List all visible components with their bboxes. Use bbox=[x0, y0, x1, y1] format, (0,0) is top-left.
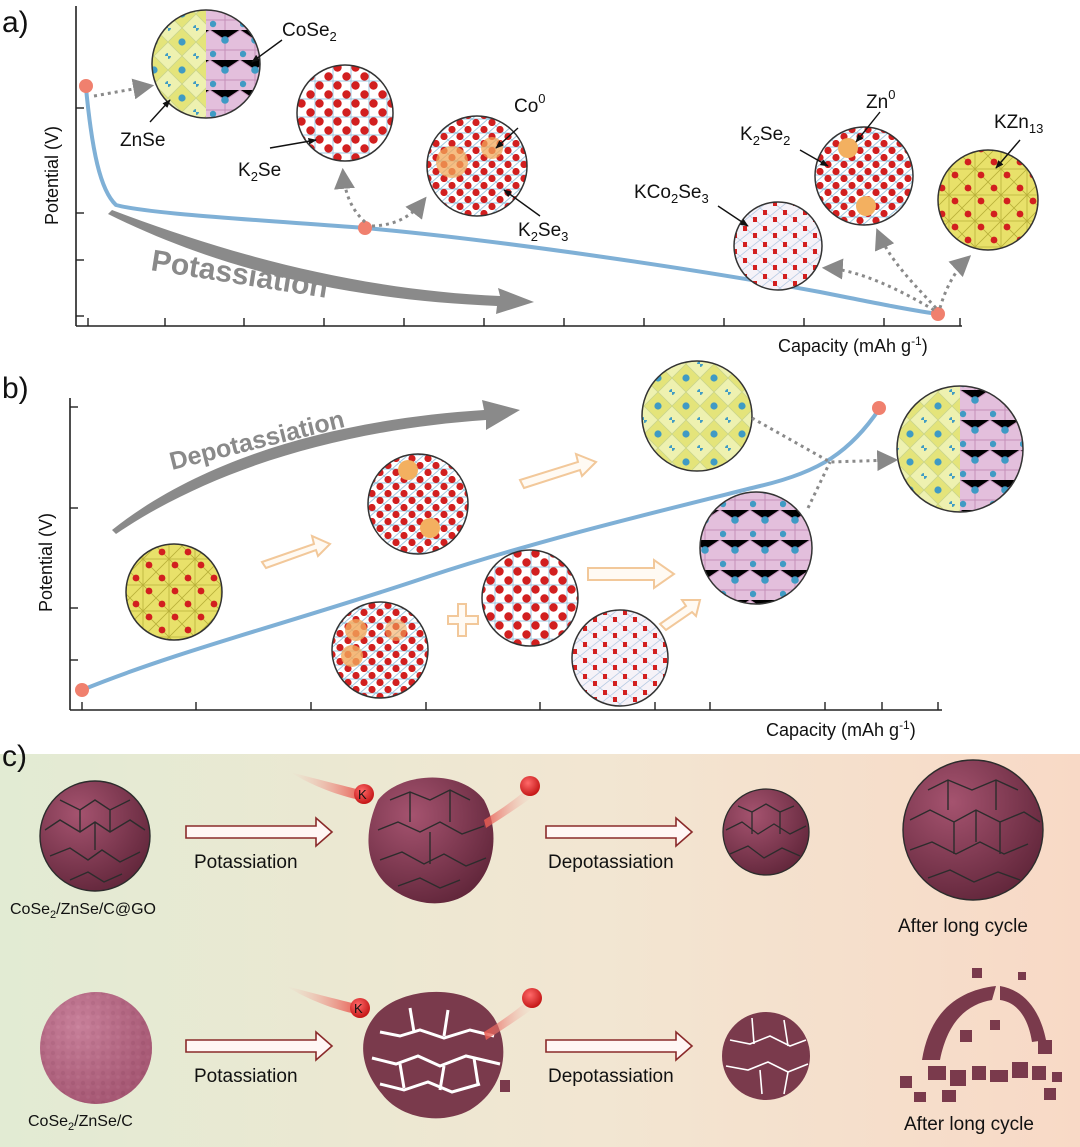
point-mid bbox=[358, 221, 372, 235]
panel-a: a) Potentia bbox=[2, 6, 1043, 356]
c2-end: After long cycle bbox=[904, 1114, 1034, 1135]
c1-step2: Depotassiation bbox=[548, 852, 674, 873]
c1-end: After long cycle bbox=[898, 916, 1028, 937]
b-crystal-k2se bbox=[481, 549, 579, 647]
label-kco2se3: KCo2Se3 bbox=[634, 182, 709, 206]
sphere-swollen-go bbox=[368, 777, 494, 904]
b-crystal-co-k2se3 bbox=[331, 601, 429, 699]
arrow-c2b bbox=[545, 1030, 694, 1062]
sphere-recovered-go bbox=[722, 788, 810, 876]
panel-b-axes: Potential (V) Capacity (mAh g-1) bbox=[36, 398, 942, 740]
c2-step2: Depotassiation bbox=[548, 1066, 674, 1087]
label-znse: ZnSe bbox=[120, 130, 165, 151]
b-crystal-kzn13 bbox=[125, 543, 223, 641]
crystal-kco2se3 bbox=[733, 201, 823, 291]
crystal-co-k2se3 bbox=[426, 115, 528, 217]
crystal-kzn13 bbox=[937, 149, 1039, 251]
crystal-k2se bbox=[296, 64, 394, 162]
c2-step1: Potassiation bbox=[194, 1066, 298, 1087]
label-co0: Co0 bbox=[514, 91, 546, 117]
panel-b: b) Potential (V) Capacity (m bbox=[2, 360, 1024, 740]
c-row-1: Potassiation K Depotassiation bbox=[10, 759, 1044, 937]
arrow-c1a bbox=[185, 816, 334, 848]
sphere-long-cycle-go bbox=[902, 759, 1044, 901]
label-cose2: CoSe2 bbox=[282, 20, 337, 44]
panel-a-axes: Potential (V) Capacity (mAh g-1) bbox=[42, 6, 962, 356]
arrow-c2a bbox=[185, 1030, 334, 1062]
arrow-c1b bbox=[545, 816, 694, 848]
svg-text:K: K bbox=[358, 787, 367, 802]
panel-c: c) Potassiation K bbox=[0, 740, 1080, 1147]
crystal-k2se2-zn bbox=[814, 126, 914, 226]
point-b-end bbox=[872, 401, 886, 415]
b-outline-arrows bbox=[260, 452, 702, 632]
c1-material: CoSe2/ZnSe/C@GO bbox=[10, 901, 156, 921]
k-ion-1: K bbox=[290, 772, 374, 804]
a-connectors bbox=[93, 78, 972, 312]
a-label-pointers bbox=[149, 39, 1021, 227]
sphere-pristine-c bbox=[40, 992, 152, 1104]
b-crystal-k2se2-zn bbox=[367, 453, 469, 555]
svg-text:K: K bbox=[354, 1001, 363, 1016]
label-kzn13: KZn13 bbox=[994, 112, 1043, 136]
point-start bbox=[79, 79, 93, 93]
sphere-fractured-c bbox=[722, 1012, 810, 1100]
panel-b-y-axis-title: Potential (V) bbox=[36, 513, 56, 612]
charge-curve bbox=[81, 406, 882, 692]
sphere-cracked-c bbox=[363, 991, 510, 1119]
plus-sign bbox=[447, 603, 479, 637]
k-ion-3: K bbox=[286, 986, 370, 1018]
label-k2se3: K2Se3 bbox=[518, 220, 568, 244]
panel-b-x-axis-title: Capacity (mAh g-1) bbox=[766, 718, 916, 740]
b-connectors bbox=[751, 416, 899, 509]
label-zn0: Zn0 bbox=[866, 87, 895, 113]
b-crystal-kco2se3 bbox=[571, 609, 669, 707]
b-crystal-znse bbox=[641, 360, 753, 472]
label-k2se2: K2Se2 bbox=[740, 124, 790, 148]
c1-step1: Potassiation bbox=[194, 852, 298, 873]
panel-c-label: c) bbox=[2, 740, 27, 773]
point-end bbox=[931, 307, 945, 321]
c2-material: CoSe2/ZnSe/C bbox=[28, 1113, 133, 1133]
panel-a-x-axis-title: Capacity (mAh g-1) bbox=[778, 334, 928, 356]
panel-b-label: b) bbox=[2, 372, 29, 405]
sphere-pristine-go bbox=[39, 780, 151, 892]
k-ion-2 bbox=[484, 776, 540, 828]
k-ion-4 bbox=[484, 988, 542, 1040]
label-k2se: K2Se bbox=[238, 160, 281, 184]
sphere-pulverized-c bbox=[900, 968, 1062, 1102]
b-crystal-cose2 bbox=[699, 491, 813, 605]
point-b-start bbox=[75, 683, 89, 697]
c-row-2: Potassiation K bbox=[28, 968, 1062, 1135]
panel-a-y-axis-title: Potential (V) bbox=[42, 126, 62, 225]
b-crystal-cose2-znse bbox=[896, 385, 1024, 513]
panel-a-label: a) bbox=[2, 6, 29, 39]
discharge-curve bbox=[84, 87, 939, 316]
